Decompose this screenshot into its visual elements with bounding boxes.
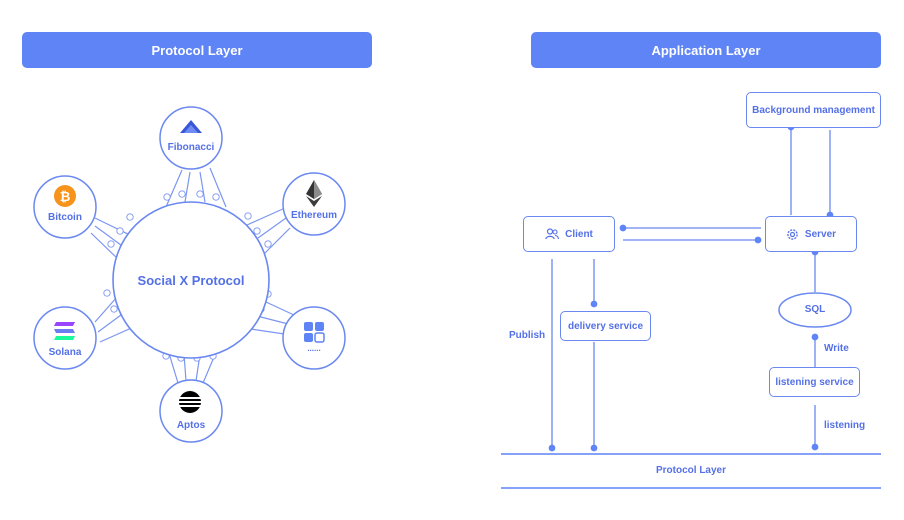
aptos-logo-icon xyxy=(179,391,201,413)
background-management-box: Background management xyxy=(746,92,881,128)
ethereum-logo-icon xyxy=(306,180,322,207)
app-grid-icon xyxy=(304,322,325,343)
server-box: Server xyxy=(765,216,857,252)
fibonacci-logo-icon xyxy=(180,120,202,133)
more-node xyxy=(282,306,346,370)
client-box: Client xyxy=(523,216,615,252)
more-label: ...... xyxy=(307,344,321,353)
social-x-protocol-circle xyxy=(112,201,270,359)
protocol-layer-band-label: Protocol Layer xyxy=(655,465,727,476)
aptos-label: Aptos xyxy=(176,420,206,431)
listening-service-box: listening service xyxy=(769,367,860,397)
sql-label: SQL xyxy=(804,304,826,315)
bitcoin-logo-icon: ₿ xyxy=(54,185,76,207)
svg-text:₿: ₿ xyxy=(60,190,71,205)
client-label: Client xyxy=(565,228,593,240)
listening-label: listening xyxy=(824,420,866,431)
fibonacci-label: Fibonacci xyxy=(167,142,215,153)
social-x-protocol-label: Social X Protocol xyxy=(137,273,245,288)
solana-logo-icon xyxy=(54,322,75,340)
publish-label: Publish xyxy=(509,330,546,341)
sql-ellipse xyxy=(778,292,852,328)
gear-icon xyxy=(786,228,799,241)
ethereum-label: Ethereum xyxy=(290,210,338,221)
application-layer-header: Application Layer xyxy=(531,32,881,68)
bitcoin-label: Bitcoin xyxy=(48,212,82,223)
application-connectors xyxy=(548,123,834,452)
users-icon xyxy=(545,228,560,240)
fibonacci-node xyxy=(159,106,223,170)
delivery-service-box: delivery service xyxy=(560,311,651,341)
write-label: Write xyxy=(824,343,849,354)
solana-label: Solana xyxy=(48,347,82,358)
protocol-layer-header: Protocol Layer xyxy=(22,32,372,68)
server-label: Server xyxy=(804,228,837,240)
